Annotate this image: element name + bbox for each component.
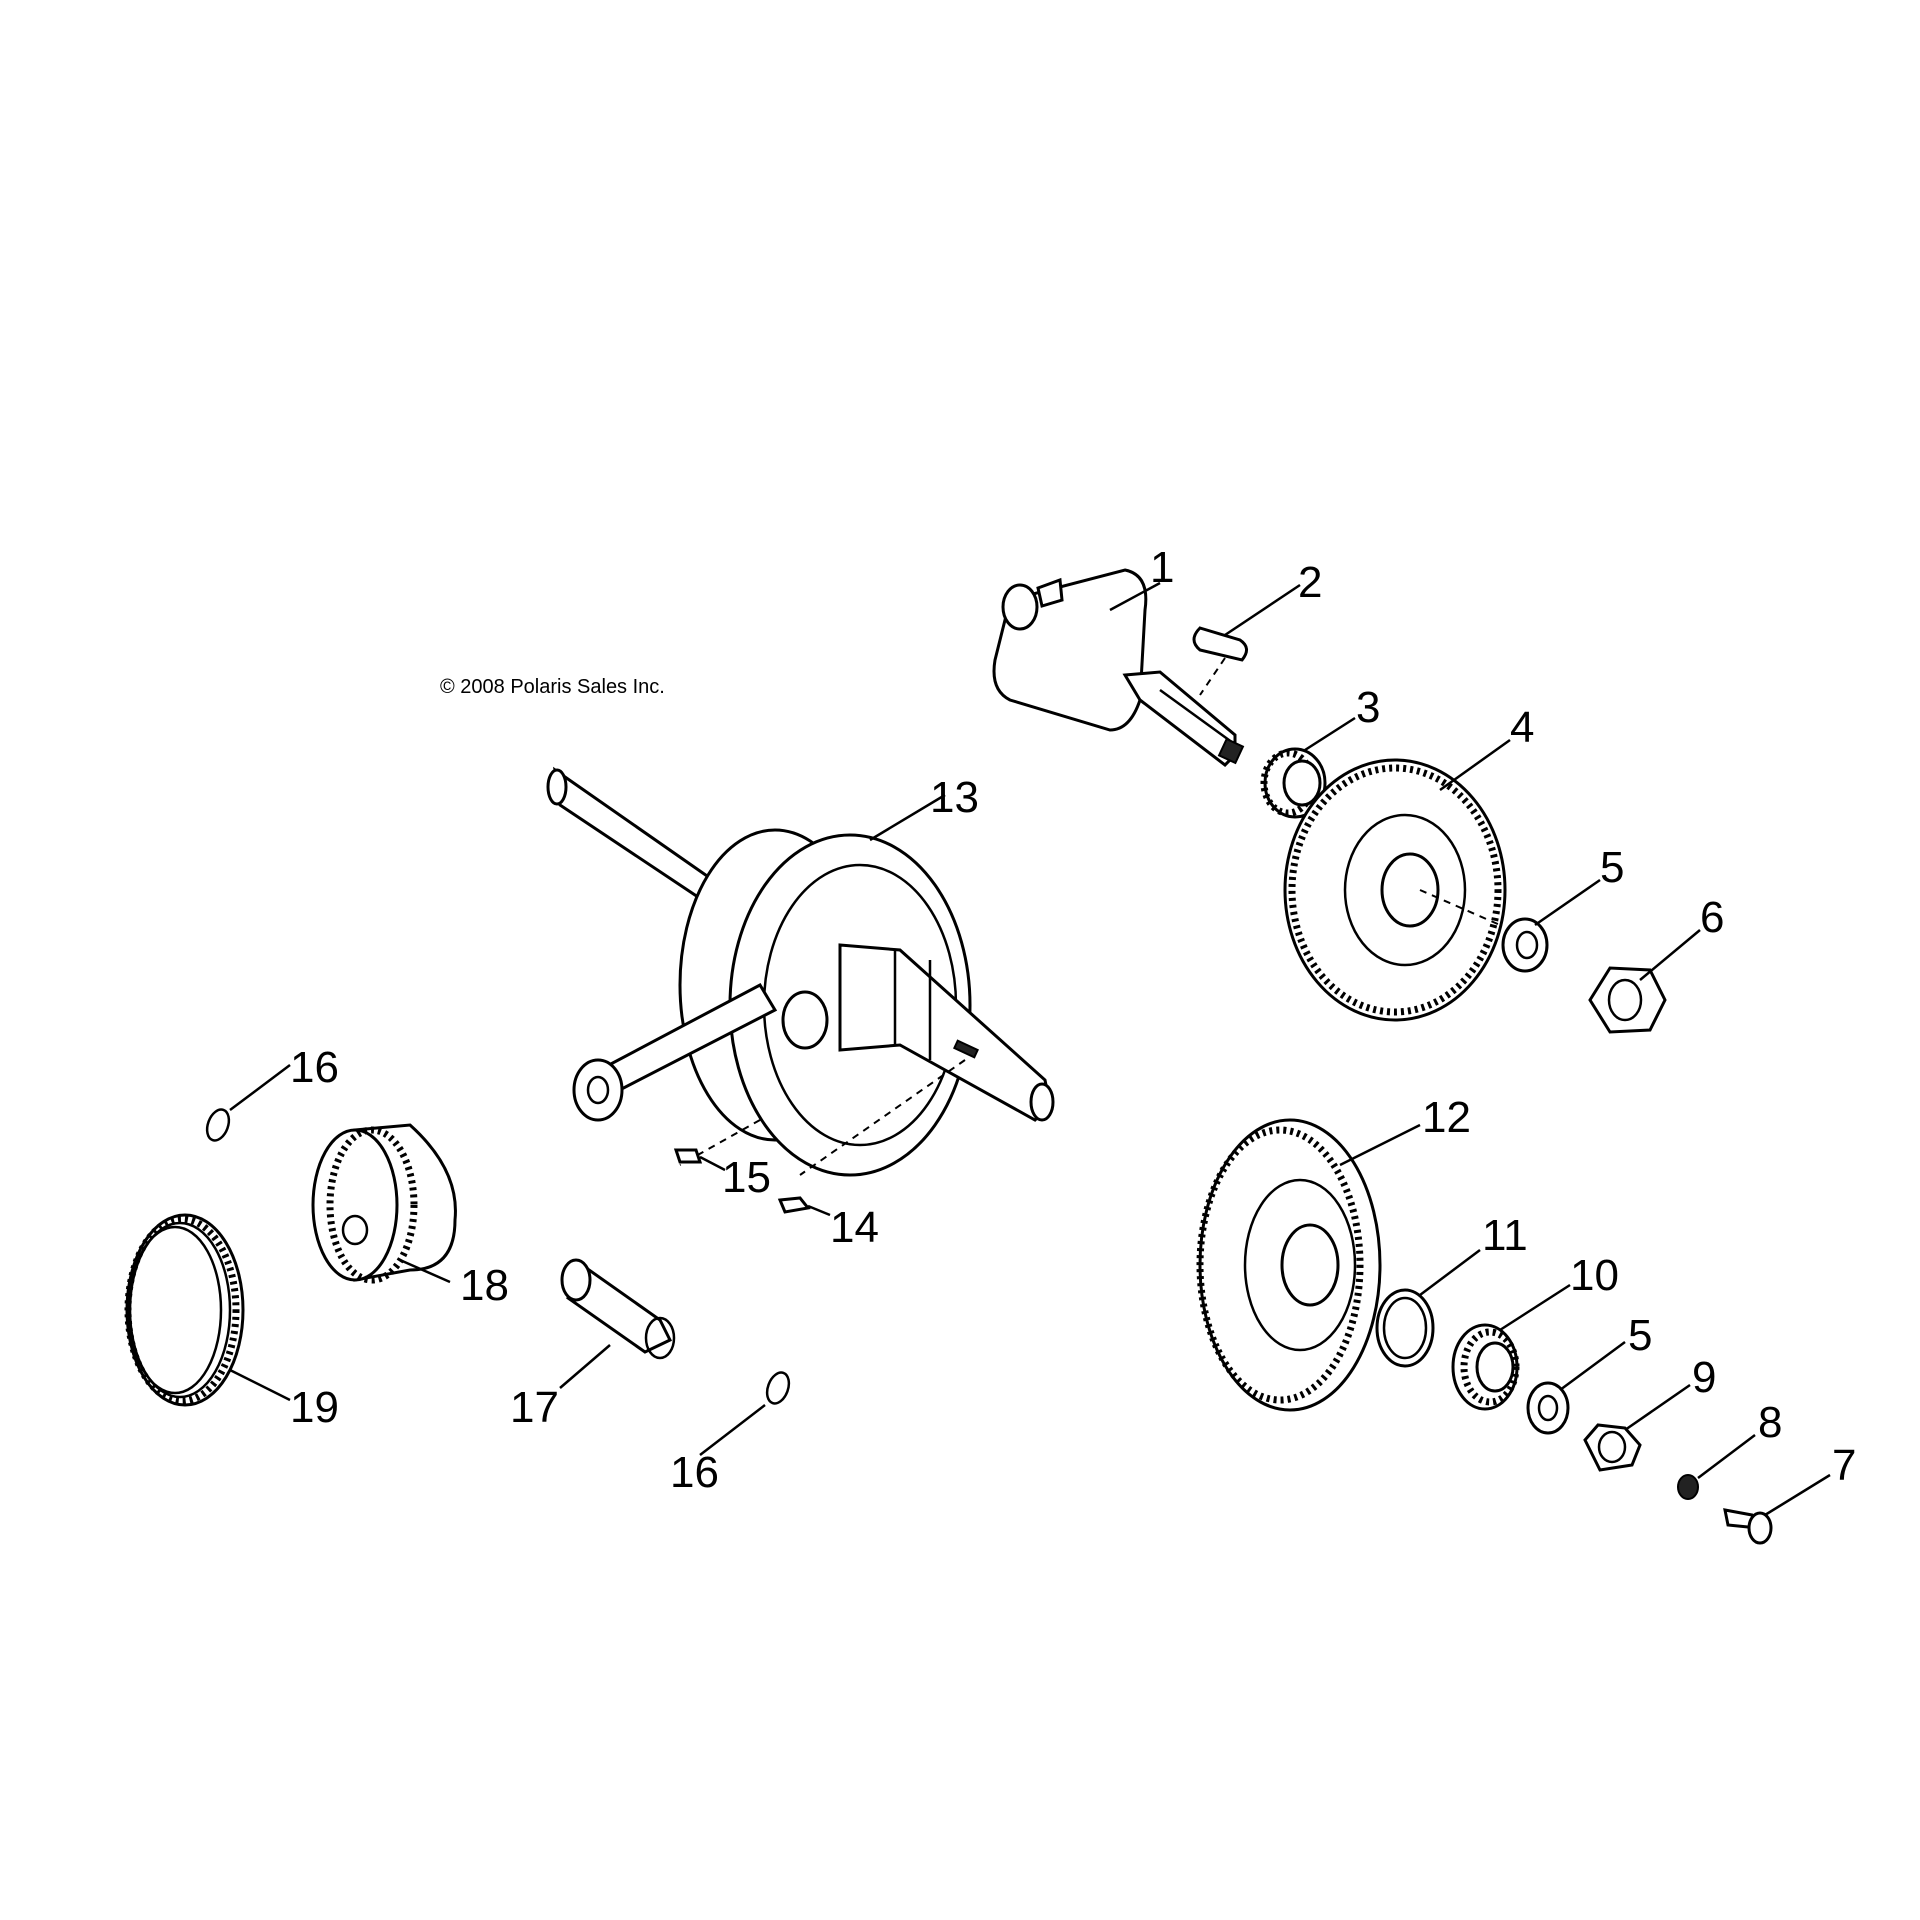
alignment-line-2 [1199,657,1226,696]
leader-line-11 [1419,1249,1481,1296]
leader-line-12 [1339,1123,1421,1167]
part-6-nut [1588,966,1667,1034]
leader-line-9 [1624,1383,1691,1432]
leader-line-14 [807,1204,831,1217]
leader-line-16b [699,1404,766,1456]
leader-line-6 [1639,929,1701,981]
callout-6: 6 [1700,893,1724,942]
part-9-nut [1583,1423,1642,1472]
leader-line-8 [1697,1434,1756,1479]
part-15-key [673,1148,703,1164]
part-2-key [1192,626,1248,662]
part-16-circlip-upper [205,1108,231,1142]
part-10-bearing [1451,1323,1520,1411]
part-19-piston-rings [124,1213,245,1407]
part-1-balancer-shaft [992,568,1245,767]
part-11-thrust-washer [1375,1288,1435,1368]
callout-5-upper: 5 [1600,843,1624,892]
callout-labels: 1 2 3 4 5 6 13 16 15 14 18 19 17 16 12 1… [290,543,1856,1497]
callout-13: 13 [930,773,979,822]
callout-9: 9 [1692,1353,1716,1402]
part-18-piston [311,1123,457,1284]
leader-line-16a [229,1064,291,1111]
callout-14: 14 [830,1203,879,1252]
callout-10: 10 [1570,1251,1619,1300]
callout-16-lower: 16 [670,1448,719,1497]
callout-15: 15 [722,1153,771,1202]
part-12-drive-gear [1196,1118,1382,1412]
part-4-balancer-gear [1283,758,1507,1022]
leader-line-2 [1224,583,1301,637]
callout-11: 11 [1482,1211,1528,1260]
callout-8: 8 [1758,1398,1782,1447]
part-16-circlip-lower [765,1371,791,1405]
callout-17: 17 [510,1383,559,1432]
leader-line-15 [699,1155,726,1172]
part-17-piston-pin [560,1258,676,1360]
alignment-line-4 [1419,889,1501,926]
callout-3: 3 [1356,683,1380,732]
copyright-notice: © 2008 Polaris Sales Inc. [440,676,665,698]
callout-7: 7 [1832,1441,1856,1490]
leader-line-3 [1304,716,1356,752]
leader-line-18 [399,1258,451,1284]
part-7-bolt [1723,1508,1773,1545]
part-3-bearing [1260,747,1327,819]
leader-line-10 [1499,1283,1571,1332]
part-14-key [777,1196,811,1214]
callout-4: 4 [1510,703,1534,752]
leader-line-7 [1764,1473,1831,1517]
callout-12: 12 [1422,1093,1471,1142]
callout-19: 19 [290,1383,339,1432]
part-5-washer-lower [1526,1381,1570,1435]
callout-16-upper: 16 [290,1043,339,1092]
part-13-crankshaft [546,766,1055,1177]
callout-5-lower: 5 [1628,1311,1652,1360]
leader-line-13 [869,793,946,842]
leader-line-5b [1559,1340,1626,1392]
part-5-washer-upper [1501,917,1549,973]
leader-line-5a [1534,878,1601,927]
alignment-line-15 [679,1119,761,1166]
part-8-spring [1677,1474,1699,1500]
callout-1: 1 [1150,543,1174,592]
leader-line-1 [1109,581,1161,612]
callout-18: 18 [460,1261,509,1310]
leader-line-4 [1439,738,1511,792]
leader-line-17 [559,1344,611,1389]
callout-2: 2 [1298,558,1322,607]
leader-line-19 [229,1368,291,1402]
